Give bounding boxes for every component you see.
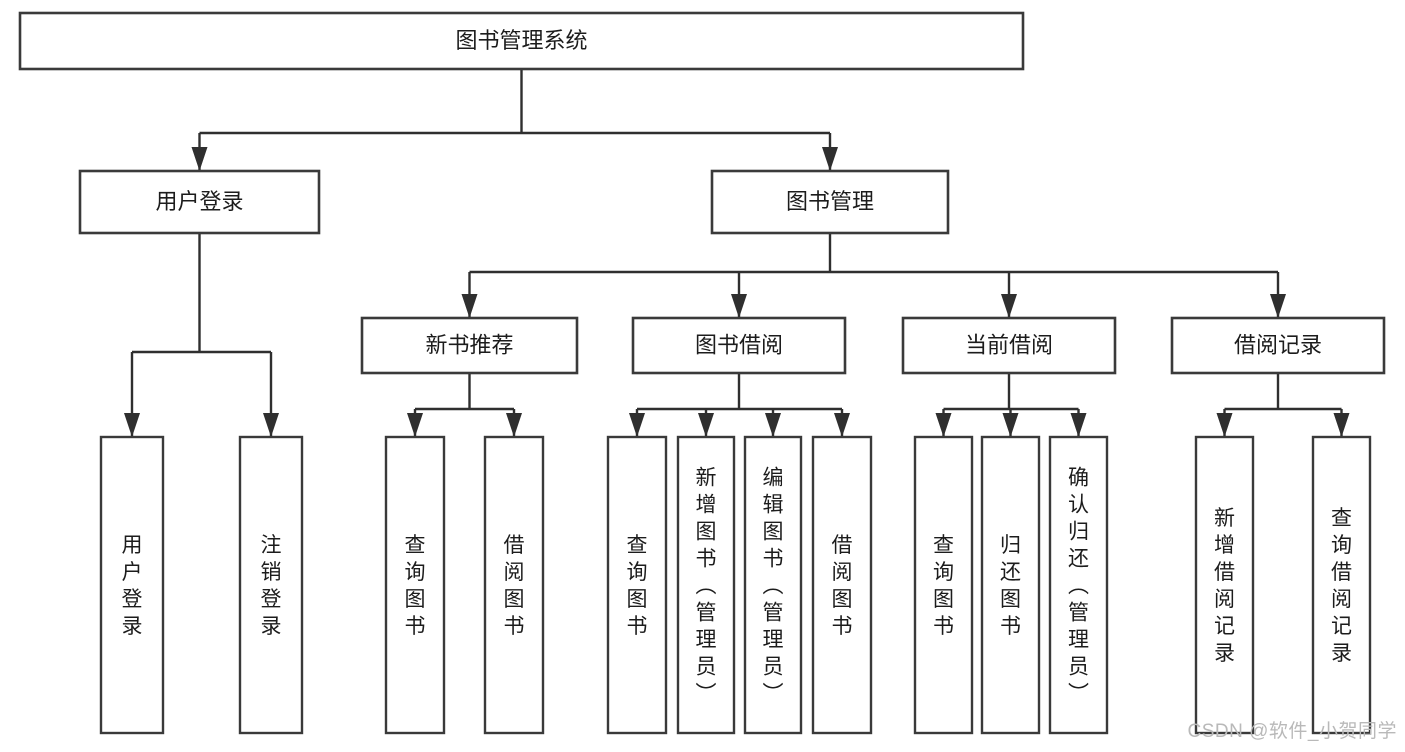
csdn-watermark: CSDN @软件_小贺同学 [1187,721,1397,742]
arrow-head-icon [698,413,714,437]
node-box [913,435,974,735]
node-label: 当前借阅 [965,332,1053,357]
node-label: 查询图书 [627,534,648,638]
node-box [980,435,1041,735]
node-label: 借阅记录 [1234,332,1322,357]
arrow-head-icon [407,413,423,437]
arrow-head-icon [1216,413,1233,437]
node-book-manage[interactable]: 图书管理 [710,169,950,235]
node-box [676,435,736,735]
node-label: 新增借阅记录 [1214,507,1235,665]
node-box [360,316,579,375]
arrow-head-icon [506,413,522,437]
node-current-borrow[interactable]: 当前借阅 [901,316,1117,375]
arrow-head-icon [124,413,140,437]
arrow-head-icon [935,413,952,437]
node-box [811,435,873,735]
node-box [18,11,1025,71]
node-leaf-borrow-book-2[interactable]: 借阅图书 [811,435,873,735]
node-box [384,435,446,735]
node-book-borrow[interactable]: 图书借阅 [631,316,847,375]
node-new-book-rec[interactable]: 新书推荐 [360,316,579,375]
node-box [631,316,847,375]
node-leaf-borrow-book-1[interactable]: 借阅图书 [483,435,545,735]
node-label: 确认归还︵管理员︶ [1068,467,1089,706]
node-leaf-add-record[interactable]: 新增借阅记录 [1194,435,1255,735]
node-user-login[interactable]: 用户登录 [78,169,321,235]
node-label: 编辑图书︵管理员︶ [763,467,784,706]
node-box [1194,435,1255,735]
node-label: 新增图书︵管理员︶ [696,467,717,706]
node-label: 查询图书 [933,534,954,638]
arrow-head-icon [822,147,838,171]
node-box [606,435,668,735]
node-box [901,316,1117,375]
node-leaf-query-book-2[interactable]: 查询图书 [606,435,668,735]
node-box [238,435,304,735]
node-leaf-edit-book[interactable]: 编辑图书︵管理员︶ [743,435,803,735]
arrow-head-icon [263,413,279,437]
arrow-head-icon [461,294,478,318]
node-label: 注销登录 [261,534,282,638]
node-label: 借阅图书 [504,534,525,638]
node-leaf-add-book[interactable]: 新增图书︵管理员︶ [676,435,736,735]
node-label: 归还图书 [1000,534,1021,638]
connector-layer [124,69,1350,437]
node-leaf-query-record[interactable]: 查询借阅记录 [1311,435,1372,735]
arrow-head-icon [1270,294,1286,318]
node-leaf-user-login[interactable]: 用户登录 [99,435,165,735]
node-borrow-record[interactable]: 借阅记录 [1170,316,1386,375]
node-label: 查询图书 [405,534,426,638]
node-label: 图书管理系统 [455,28,587,53]
node-label: 用户登录 [122,534,143,638]
node-layer: 图书管理系统用户登录图书管理新书推荐图书借阅当前借阅借阅记录用户登录注销登录查询… [18,11,1386,735]
node-leaf-query-book-3[interactable]: 查询图书 [913,435,974,735]
arrow-head-icon [629,413,645,437]
arrow-head-icon [731,294,747,318]
node-leaf-return-book[interactable]: 归还图书 [980,435,1041,735]
node-box [99,435,165,735]
node-label: 新书推荐 [425,332,513,357]
arrow-head-icon [191,147,208,171]
node-label: 图书管理 [786,189,874,214]
node-root[interactable]: 图书管理系统 [18,11,1025,71]
node-box [78,169,321,235]
arrow-head-icon [1333,413,1350,437]
node-leaf-query-book-1[interactable]: 查询图书 [384,435,446,735]
node-label: 查询借阅记录 [1331,507,1352,665]
arrow-head-icon [1001,294,1017,318]
node-leaf-logout[interactable]: 注销登录 [238,435,304,735]
node-box [1048,435,1109,735]
arrow-head-icon [834,413,850,437]
node-leaf-confirm-return[interactable]: 确认归还︵管理员︶ [1048,435,1109,735]
node-label: 图书借阅 [695,332,783,357]
arrow-head-icon [765,413,781,437]
node-box [710,169,950,235]
arrow-head-icon [1002,413,1019,437]
node-box [743,435,803,735]
node-box [483,435,545,735]
arrow-head-icon [1070,413,1087,437]
node-box [1311,435,1372,735]
node-box [1170,316,1386,375]
node-label: 用户登录 [155,189,243,214]
node-label: 借阅图书 [832,534,853,638]
